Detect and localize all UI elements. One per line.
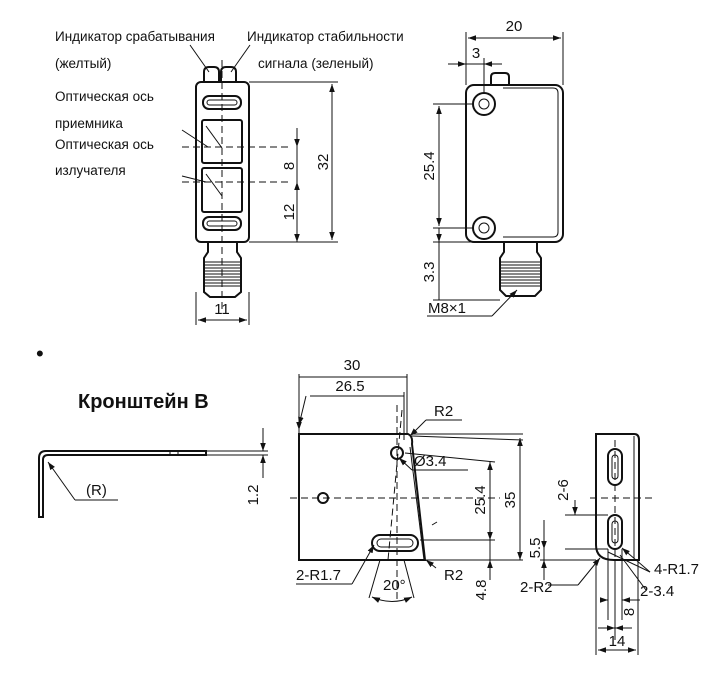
bracket-profile-view: (R) 1.2: [38, 428, 268, 518]
trigger-indicator-label: Индикатор срабатывания: [55, 29, 215, 44]
radius-4-r1-7: 4-R1.7: [654, 561, 699, 578]
stability-indicator: [220, 66, 237, 82]
receiver-axis-label: Оптическая ось: [55, 89, 154, 104]
bracket-title: Кронштейн B: [78, 391, 209, 413]
thread-label: M8×1: [428, 300, 466, 317]
dim-3: 3: [472, 45, 480, 62]
dim-8-side: 8: [621, 608, 638, 616]
dim-12: 12: [281, 204, 298, 221]
indicator-nub: [490, 72, 510, 85]
stability-indicator-label: Индикатор стабильности: [247, 29, 404, 44]
dim-2-3-4: 2-3.4: [640, 583, 674, 600]
side-slot-bottom: [607, 514, 623, 550]
side-body: [465, 84, 564, 243]
slot-bottom: [371, 534, 419, 552]
side-connector: [499, 242, 542, 297]
dim-35: 35: [502, 492, 519, 509]
dim-8: 8: [281, 162, 298, 170]
emitter-axis-label: Оптическая ось: [55, 137, 154, 152]
bracket-side-view: 2-6 5.5 2-R2 4-R1.7 2-3.4 8 14: [520, 433, 699, 655]
dim-2-6: 2-6: [555, 479, 572, 501]
stability-indicator-color: сигнала (зеленый): [258, 56, 374, 71]
emitter-window: [201, 167, 243, 213]
bracket-front-view: 30 26.5 R2 Ø3.4 25.4 35 2-R1.7 20° R2 4.…: [290, 357, 524, 603]
trigger-indicator: [203, 66, 220, 82]
dim-4-8: 4.8: [473, 580, 490, 601]
dim-25-4-bracket: 25.4: [472, 485, 489, 514]
bullet: •: [36, 341, 44, 366]
dim-32: 32: [315, 154, 332, 171]
dim-11: 11: [214, 301, 230, 318]
mounting-hole-top: [472, 92, 496, 116]
r2-bottom: R2: [444, 567, 463, 584]
bracket-side-plate: [595, 433, 640, 561]
profile-thickness: 1.2: [245, 485, 262, 506]
hole-diameter: Ø3.4: [414, 453, 447, 470]
bracket-plate: [298, 433, 427, 561]
slot-radius-label: 2-R1.7: [296, 567, 341, 584]
r2-top: R2: [434, 403, 453, 420]
radius-2-r2: 2-R2: [520, 579, 553, 596]
emitter-axis-label-2: излучателя: [55, 163, 126, 178]
dim-25-4: 25.4: [421, 151, 438, 180]
profile-radius: (R): [86, 482, 107, 499]
trigger-indicator-color: (желтый): [55, 56, 111, 71]
dim-26-5: 26.5: [335, 378, 364, 395]
mounting-hole-bottom: [472, 216, 496, 240]
receiver-axis-label-2: приемника: [55, 116, 123, 131]
dim-3-3: 3.3: [421, 262, 438, 283]
dim-30: 30: [344, 357, 361, 374]
sensor-front-view: Индикатор срабатывания (желтый) Индикато…: [55, 29, 404, 325]
dim-5-5: 5.5: [527, 538, 544, 559]
angle-label: 20°: [383, 577, 406, 594]
dim-14: 14: [609, 633, 626, 650]
sensor-side-view: 20 3 25.4 3.3 M8×1: [421, 18, 564, 317]
dim-20: 20: [506, 18, 523, 35]
